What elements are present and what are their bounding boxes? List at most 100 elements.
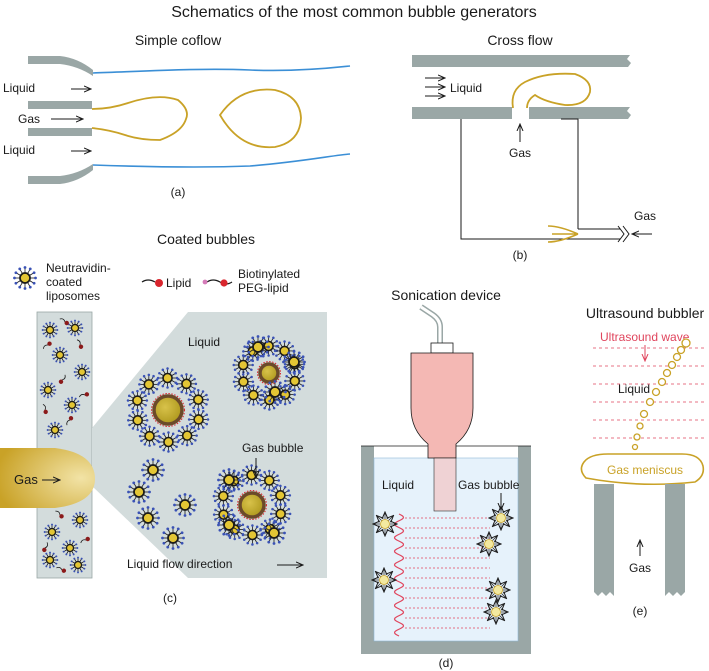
panel-c-title: Coated bubbles bbox=[157, 231, 255, 247]
crossflow-gas-bubble bbox=[511, 72, 592, 109]
liposome bbox=[63, 396, 81, 414]
panel-b: Cross flow Liquid Gas Gas (b) bbox=[412, 32, 656, 262]
cavitation-bubble bbox=[484, 600, 508, 624]
coflow-label-liquid-top: Liquid bbox=[3, 81, 35, 95]
rising-bubble bbox=[662, 368, 672, 378]
bubbler-label-gas: Gas bbox=[629, 561, 651, 575]
rising-bubble bbox=[672, 352, 682, 362]
liposome bbox=[136, 506, 160, 530]
lipid bbox=[42, 542, 49, 553]
liposome bbox=[157, 431, 180, 453]
panel-b-title: Cross flow bbox=[487, 32, 553, 48]
liposome bbox=[269, 503, 292, 525]
legend-liposome-line3: liposomes bbox=[46, 289, 100, 303]
legend-lipid-head bbox=[155, 279, 163, 287]
liposome bbox=[242, 384, 265, 406]
liposome bbox=[41, 551, 59, 569]
legend-lipid-icon bbox=[141, 279, 156, 283]
sonication-label-liquid: Liquid bbox=[382, 478, 414, 492]
liposome bbox=[232, 370, 255, 393]
sonication-probe-tip bbox=[433, 457, 457, 512]
rising-bubble bbox=[651, 387, 661, 397]
crossflow-pipe-break bbox=[617, 225, 630, 243]
coflow-gas-thread bbox=[91, 96, 188, 141]
lipid bbox=[58, 374, 66, 384]
liposome bbox=[258, 469, 280, 492]
liposome bbox=[73, 363, 91, 381]
bubbler-label-wave: Ultrasound wave bbox=[600, 330, 690, 344]
liposome bbox=[69, 556, 87, 574]
crossflow-label-gas-center: Gas bbox=[509, 146, 531, 160]
crossflow-gas-loop bbox=[460, 118, 579, 240]
rising-bubble bbox=[667, 360, 677, 370]
liposome bbox=[141, 458, 165, 482]
liposome bbox=[41, 321, 59, 339]
legend-lipid-label: Lipid bbox=[166, 276, 191, 290]
zoom-particles bbox=[126, 335, 306, 550]
crossflow-top-wall bbox=[412, 55, 631, 67]
liposome bbox=[187, 388, 210, 411]
liposome bbox=[217, 468, 241, 492]
sonication-horn bbox=[410, 352, 474, 459]
crossflow-bottom-wall-right bbox=[529, 107, 631, 119]
liposome bbox=[126, 389, 149, 412]
lipid bbox=[56, 566, 67, 573]
liposome bbox=[269, 484, 292, 507]
sonication-wave bbox=[393, 513, 405, 637]
liposome bbox=[66, 319, 84, 337]
liposome bbox=[282, 350, 306, 374]
rising-bubble bbox=[681, 338, 691, 348]
legend-peg-lipid-icon bbox=[206, 279, 233, 285]
lipid bbox=[42, 403, 48, 415]
liposome bbox=[175, 373, 198, 395]
cavitation-bubble bbox=[372, 568, 396, 592]
crossflow-bottom-wall-left bbox=[412, 107, 512, 119]
lipid bbox=[78, 392, 90, 398]
coflow-inner-wall-top bbox=[28, 101, 92, 109]
bubbler-bubble-chain bbox=[631, 338, 691, 451]
panel-b-caption: (b) bbox=[513, 248, 528, 262]
coflow-label-liquid-bottom: Liquid bbox=[3, 143, 35, 157]
liposome bbox=[61, 539, 79, 557]
sonication-bubbles bbox=[372, 506, 513, 624]
lipid bbox=[59, 318, 69, 326]
rising-bubble bbox=[676, 345, 686, 355]
cavitation-bubble bbox=[373, 512, 397, 536]
bubbler-wall-left bbox=[594, 484, 614, 596]
lipid bbox=[76, 339, 84, 349]
panel-a-caption: (a) bbox=[171, 185, 186, 199]
lipid bbox=[66, 416, 74, 426]
liposome bbox=[241, 524, 264, 546]
channel-particles bbox=[39, 318, 91, 574]
cavitation-bubble bbox=[477, 532, 501, 556]
crossflow-label-liquid: Liquid bbox=[450, 81, 482, 95]
coated-label-flow: Liquid flow direction bbox=[127, 557, 232, 571]
liposome bbox=[156, 367, 179, 389]
bubbler-wall-right bbox=[665, 484, 685, 596]
legend-liposome-icon bbox=[13, 266, 37, 290]
liposome bbox=[13, 266, 37, 290]
liposome bbox=[173, 493, 197, 517]
liposome bbox=[232, 354, 254, 376]
liposome bbox=[46, 421, 64, 439]
liposome bbox=[138, 373, 160, 396]
panel-c: Coated bubbles Neutravidin- coated lipos… bbox=[0, 231, 327, 605]
rising-bubble bbox=[657, 377, 667, 387]
bubbler-label-liquid: Liquid bbox=[618, 382, 650, 396]
bubbler-label-meniscus: Gas meniscus bbox=[607, 463, 683, 477]
crossflow-gas-pipe bbox=[578, 228, 620, 240]
coflow-outer-wall-bottom bbox=[28, 164, 93, 184]
coated-label-gas-bubble: Gas bubble bbox=[242, 441, 304, 455]
coflow-inner-wall-bottom bbox=[28, 128, 92, 136]
liposome bbox=[126, 409, 149, 432]
coflow-outer-wall-top bbox=[28, 56, 93, 76]
liposome bbox=[51, 346, 69, 364]
liposome bbox=[242, 340, 264, 363]
rising-bubble bbox=[639, 409, 649, 419]
legend-liposome-line2: coated bbox=[46, 275, 82, 289]
crossflow-gas-bubbles-in-pipe bbox=[547, 225, 579, 243]
sonication-cable-outline bbox=[420, 305, 442, 343]
coated-label-gas: Gas bbox=[14, 472, 38, 487]
bubbler-wave-lines bbox=[593, 347, 705, 439]
liposome bbox=[246, 335, 270, 359]
